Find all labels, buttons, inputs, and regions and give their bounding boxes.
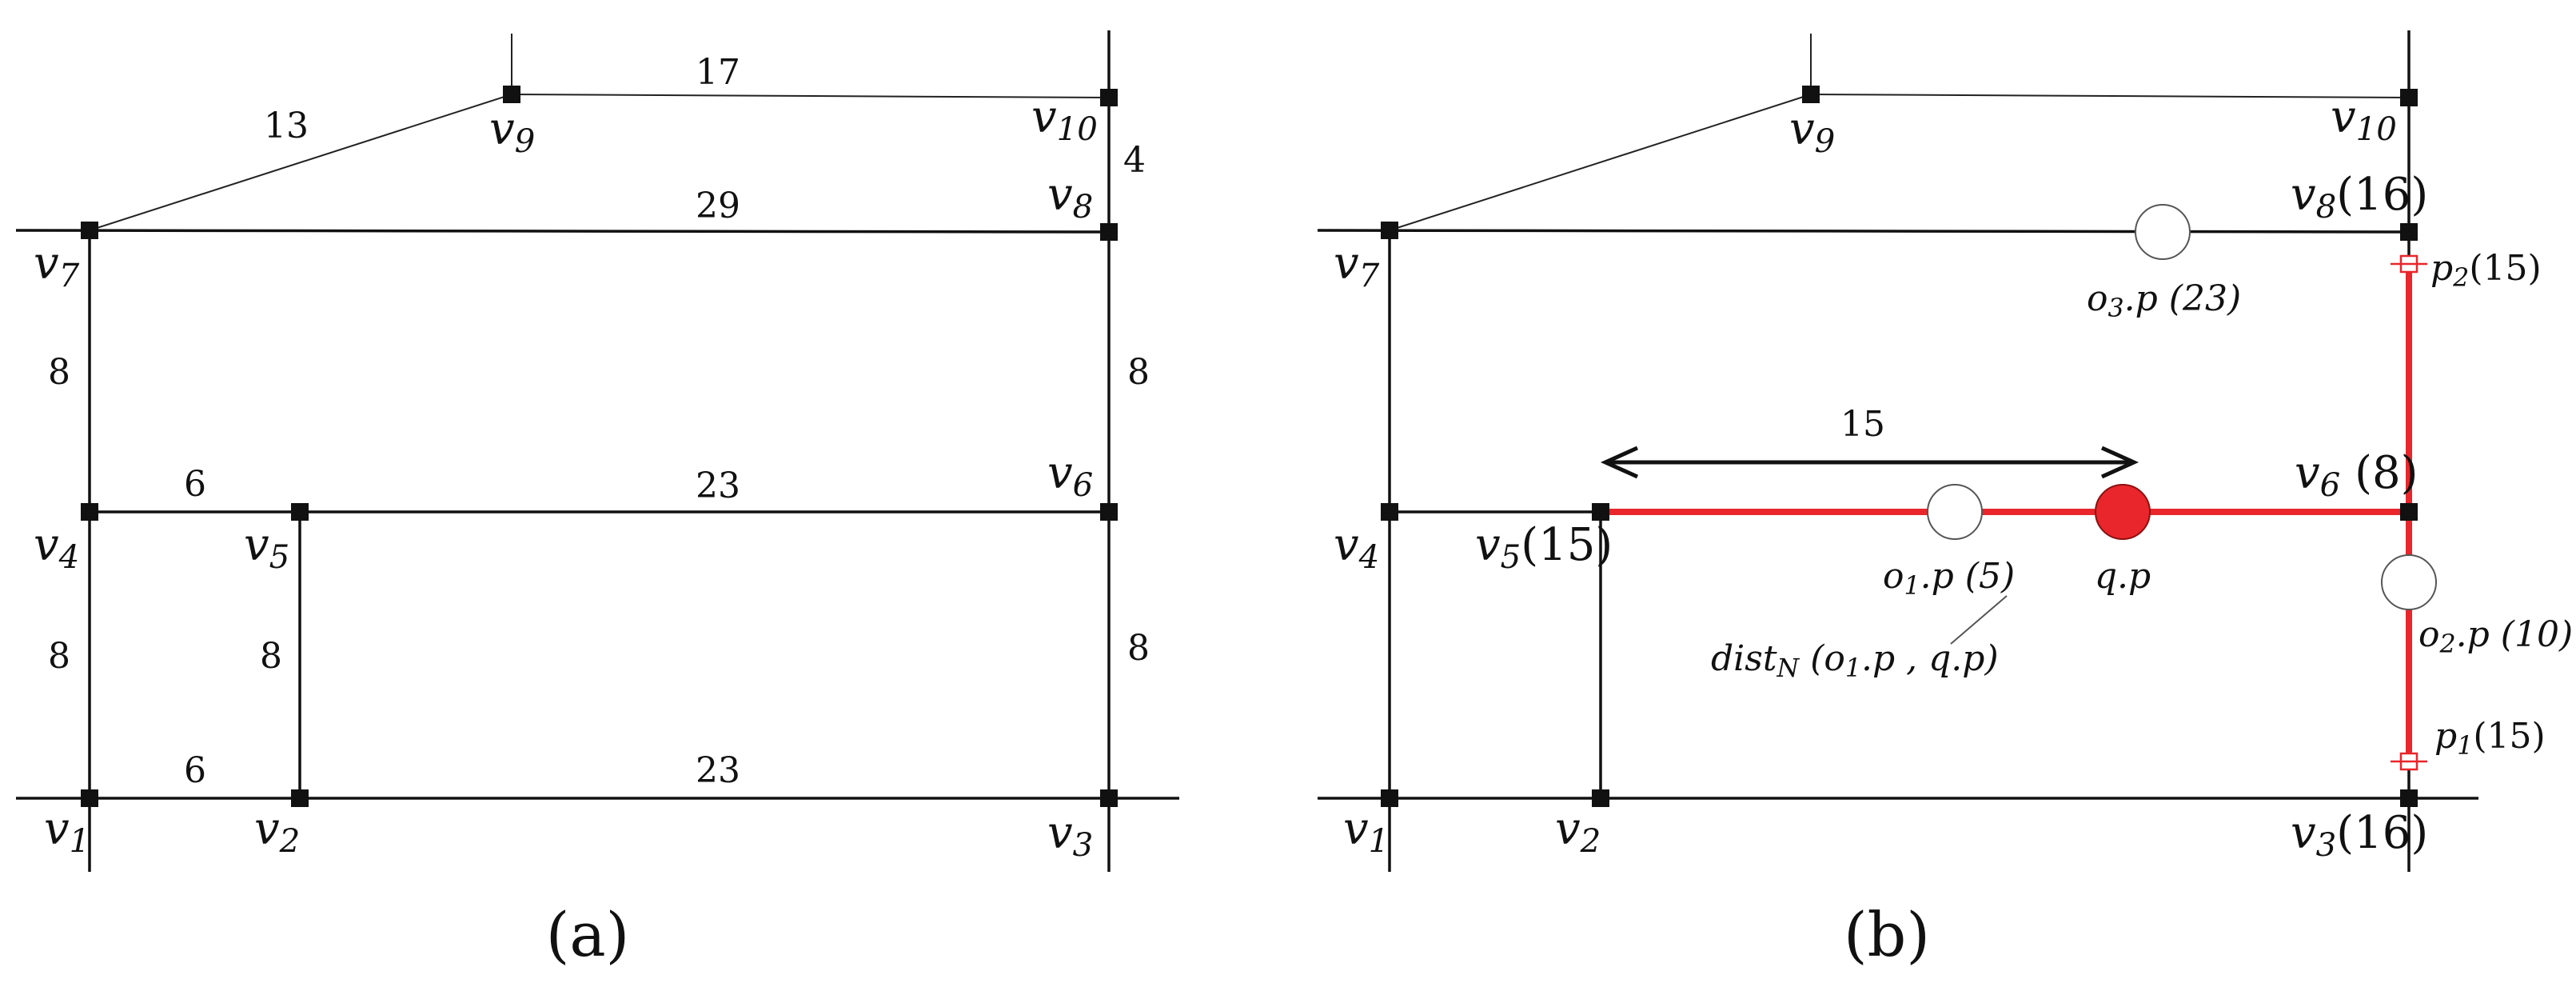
vertex-label-v8: v8 [1047, 169, 1093, 226]
object-marker-o3 [2135, 204, 2191, 260]
dist-leader-line [1950, 595, 2008, 645]
query-point-label: q.p [2095, 556, 2151, 597]
weight-v7-v9: 13 [264, 106, 309, 146]
vertex-marker-v2 [291, 789, 309, 807]
vertex-label-v10: v10 [2331, 91, 2397, 148]
weight-v5-v2: 8 [260, 636, 282, 677]
vertex-label-v5: v5(15) [1475, 519, 1613, 576]
range-arrow-left-head [1600, 446, 1639, 479]
weight-v8-v6: 8 [1127, 352, 1150, 393]
vertex-label-v8: v8(16) [2291, 169, 2428, 226]
edge-v9-v10 [1810, 94, 2410, 98]
vertex-label-v6: v6 [1047, 447, 1093, 504]
edge-v7-v8 [1317, 229, 2410, 234]
weight-v5-v6: 23 [696, 466, 740, 506]
vertex-marker-v5 [291, 503, 309, 521]
object-label-o1: o1.p (5) [1883, 556, 2015, 601]
vertex-label-v4: v4 [34, 519, 79, 576]
vertex-marker-v8 [1100, 223, 1118, 241]
vertex-label-v1: v1 [44, 803, 90, 860]
object-label-o3: o3.p (23) [2087, 278, 2241, 323]
object-label-o2: o2.p (10) [2418, 614, 2573, 659]
vertex-label-v3: v3 [1047, 807, 1093, 864]
panel-a-caption: (a) [546, 899, 630, 970]
weight-v6-v3: 8 [1127, 628, 1150, 669]
dist-label: distN (o1.p , q.p) [1711, 638, 1999, 683]
vertex-marker-v9 [503, 86, 520, 103]
vertex-marker-v7 [1381, 222, 1398, 239]
range-arrow-right-head [2100, 446, 2139, 479]
vertex-marker-v1 [81, 789, 98, 807]
vertex-marker-v6 [1100, 503, 1118, 521]
weight-v10-v8: 4 [1123, 140, 1146, 181]
panel-b: 15 v1 v2 v3(16) v4 v5(15) v6 (8) v7 v8 [1317, 30, 2573, 970]
vertex-label-v4: v4 [1334, 519, 1379, 576]
vertex-marker-v4 [81, 503, 98, 521]
vertex-label-v5: v5 [244, 519, 289, 576]
weight-v7-v8: 29 [696, 186, 740, 226]
vertex-marker-v3 [2400, 789, 2418, 807]
vertex-label-v3: v3(16) [2291, 807, 2428, 864]
object-marker-o1 [1927, 484, 1983, 540]
point-label-p2: p2(15) [2430, 248, 2542, 293]
vertex-marker-v1 [1381, 789, 1398, 807]
vertex-marker-v10 [2400, 89, 2418, 106]
point-label-p1: p1(15) [2434, 716, 2546, 761]
query-point-marker [2095, 484, 2151, 540]
edge-v9-v10 [511, 94, 1110, 98]
vertex-label-v2: v2 [254, 803, 300, 860]
weight-v7-v4: 8 [48, 352, 70, 393]
vertex-marker-v4 [1381, 503, 1398, 521]
weight-v4-v5: 6 [184, 464, 206, 505]
edge-v7-v9 [89, 94, 512, 231]
vertex-marker-v8 [2400, 223, 2418, 241]
range-arrow-label: 15 [1840, 404, 1885, 445]
vertex-label-v6: v6 (8) [2295, 447, 2418, 504]
panel-b-caption: (b) [1844, 899, 1930, 970]
vertex-marker-v7 [81, 222, 98, 239]
weight-v1-v2: 6 [184, 750, 206, 791]
weight-v4-v1: 8 [48, 636, 70, 677]
panel-a: v1 v2 v3 v4 v5 v6 v7 v8 v9 v10 13 17 4 2… [15, 30, 1179, 970]
vertex-label-v9: v9 [1789, 103, 1835, 160]
edge-v7-v8 [15, 229, 1110, 234]
vertex-label-v7: v7 [1334, 238, 1380, 294]
vertex-marker-v6 [2400, 503, 2418, 521]
vertex-marker-v3 [1100, 789, 1118, 807]
weight-v9-v10: 17 [696, 52, 740, 93]
vertex-marker-v5 [1592, 503, 1609, 521]
vertex-marker-v10 [1100, 89, 1118, 106]
object-marker-o2 [2381, 554, 2437, 610]
vertex-marker-v9 [1802, 86, 1820, 103]
weight-v2-v3: 23 [696, 750, 740, 791]
vertex-label-v7: v7 [34, 238, 80, 294]
edge-v7-v9 [1389, 94, 1812, 231]
vertex-label-v9: v9 [489, 103, 535, 160]
vertex-label-v10: v10 [1031, 91, 1098, 148]
vertex-label-v1: v1 [1343, 803, 1389, 860]
vertex-label-v2: v2 [1555, 803, 1601, 860]
vertex-marker-v2 [1592, 789, 1609, 807]
